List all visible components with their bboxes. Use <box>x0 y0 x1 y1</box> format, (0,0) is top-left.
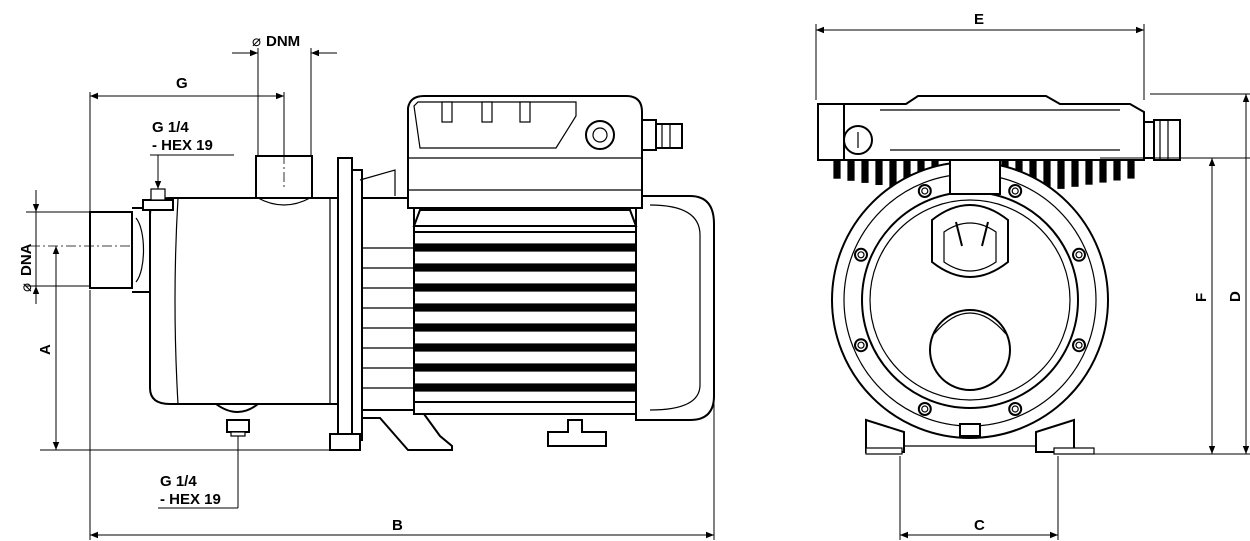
flange-bolt-hole <box>921 405 929 413</box>
front-controller <box>817 95 1181 198</box>
motor-rib <box>413 243 637 252</box>
label-g: G <box>176 75 188 92</box>
label-port-bottom-line2: - HEX 19 <box>160 491 221 508</box>
label-e: E <box>974 11 984 28</box>
front-view: E C F D <box>815 11 1250 540</box>
motor-rib <box>413 263 637 272</box>
flange-bolt-hole <box>1072 247 1086 262</box>
cooling-fin <box>1127 159 1135 179</box>
motor-rib <box>413 283 637 292</box>
flange-bolt-hole <box>921 187 929 195</box>
label-port-top-line1: G 1/4 <box>152 119 189 136</box>
flange-bolt-hole <box>854 338 868 353</box>
flange-bolt-hole <box>917 402 932 416</box>
flange-bolt-hole <box>854 247 868 262</box>
cooling-fin <box>1057 159 1065 189</box>
cooling-fin <box>1099 159 1107 183</box>
cooling-fin <box>861 159 869 183</box>
label-a: A <box>37 344 54 355</box>
motor-rib <box>413 323 637 332</box>
motor-rib <box>413 363 637 372</box>
flange-bolt-hole <box>917 184 932 198</box>
cooling-fin <box>1071 159 1079 187</box>
flange-bolt-hole <box>1075 251 1083 259</box>
motor-rib <box>413 343 637 352</box>
flange-bolt-hole <box>857 341 865 349</box>
label-port-top-line2: - HEX 19 <box>152 137 213 154</box>
flange-bolt-hole <box>1008 402 1023 416</box>
label-c: C <box>974 517 985 534</box>
cooling-fin <box>847 159 855 181</box>
front-feet <box>865 418 1095 455</box>
label-f: F <box>1193 293 1210 302</box>
pump-body <box>142 155 339 437</box>
label-dna: DNA <box>18 243 35 276</box>
flange-bolt-hole <box>857 251 865 259</box>
cooling-fin <box>1085 159 1093 185</box>
flange-bolt-hole <box>1011 405 1019 413</box>
flange-bolt-hole <box>1008 184 1023 198</box>
motor-rib <box>413 383 637 392</box>
label-dna-symbol: ⌀ <box>18 283 35 292</box>
motor-frame <box>361 195 715 447</box>
label-d: D <box>1227 291 1244 302</box>
label-b: B <box>392 517 403 534</box>
side-view: G ⌀ DNM G 1/4 - HEX 19 ⌀ DNA A G 1/4 - H… <box>18 33 715 540</box>
cooling-fin <box>833 159 841 179</box>
cooling-fin <box>889 159 897 188</box>
flange-bolt-hole <box>1011 187 1019 195</box>
controller-box <box>407 95 683 227</box>
label-port-bottom-line1: G 1/4 <box>160 473 197 490</box>
front-flange <box>831 159 1109 439</box>
motor-rib <box>413 303 637 312</box>
cooling-fin <box>1113 159 1121 181</box>
inlet-nozzle <box>89 207 151 293</box>
flange-bolt-hole <box>1075 341 1083 349</box>
label-dnm: DNM <box>266 33 300 50</box>
flange-bolt-hole <box>1072 338 1086 353</box>
label-dnm-symbol: ⌀ <box>252 33 261 50</box>
cooling-fin <box>875 159 883 185</box>
